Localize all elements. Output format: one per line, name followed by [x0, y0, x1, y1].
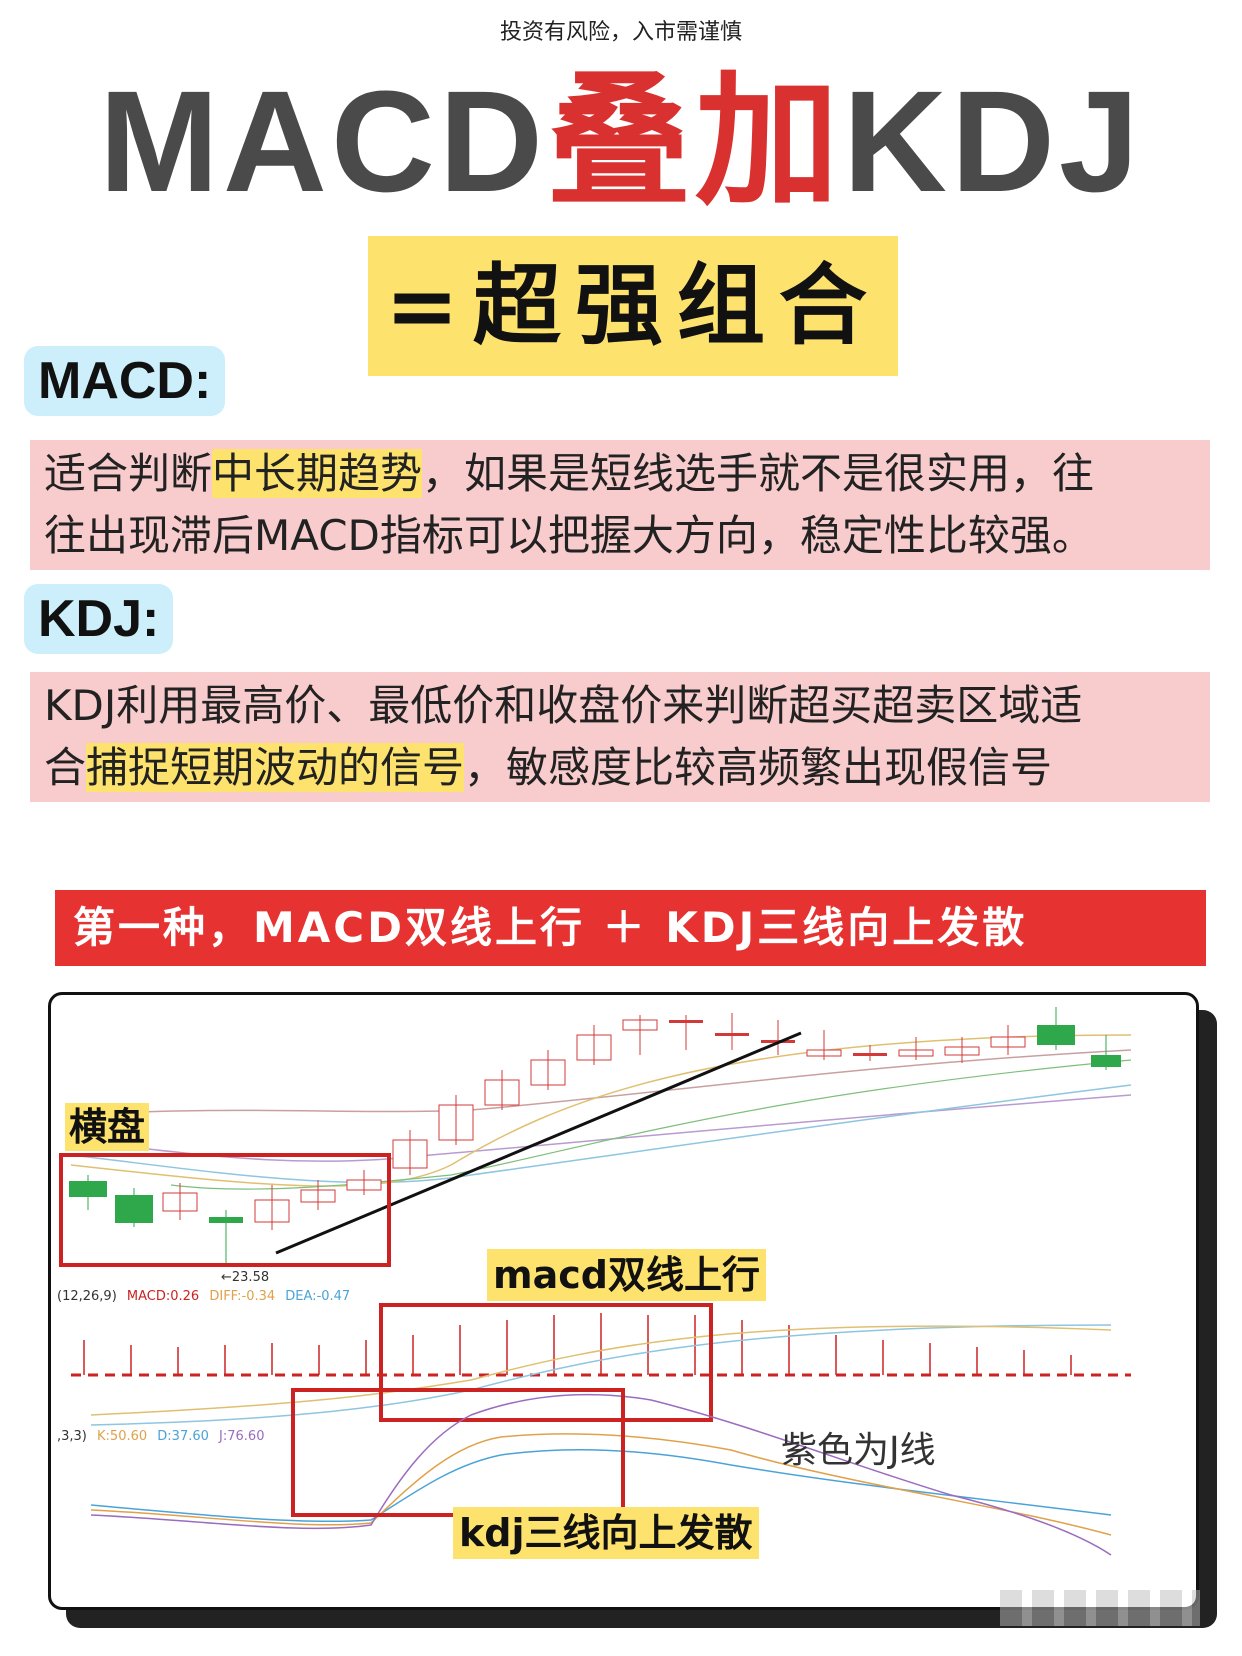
- kdj-params: ,3,3): [57, 1429, 87, 1444]
- macd-params: (12,26,9): [57, 1289, 117, 1304]
- macd-section-label: MACD:: [24, 346, 226, 416]
- dea-value: DEA:-0.47: [285, 1289, 351, 1304]
- kdj-text-line1: KDJ利用最高价、最低价和收盘价来判断超买超卖区域适: [44, 681, 1083, 730]
- subtitle-banner: =超强组合: [368, 236, 898, 376]
- k-value: K:50.60: [97, 1429, 148, 1444]
- macd-tag: macd双线上行: [487, 1249, 766, 1301]
- kdj-text-a: 合: [44, 743, 87, 792]
- macd-histogram: [83, 1313, 1072, 1375]
- disclaimer-text: 投资有风险，入市需谨慎: [499, 20, 742, 45]
- kdj-j-line: [90, 1393, 1112, 1556]
- page-title: MACD叠加KDJ: [0, 62, 1242, 222]
- strategy-banner: 第一种，MACD双线上行 ＋ KDJ三线向上发散: [55, 890, 1206, 966]
- kdj-description: KDJ利用最高价、最低价和收盘价来判断超买超卖区域适 合捕捉短期波动的信号，敏感…: [30, 672, 1210, 802]
- watermark-stripes: [1000, 1590, 1200, 1626]
- kdj-legend: ,3,3) K:50.60 D:37.60 J:76.60: [57, 1429, 264, 1444]
- kdj-d-line: [90, 1449, 1112, 1523]
- kdj-highlight: 捕捉短期波动的信号: [86, 743, 465, 792]
- stock-chart-svg: [59, 1007, 1132, 1556]
- candlesticks: [69, 1007, 1121, 1265]
- j-value: J:76.60: [219, 1429, 265, 1444]
- d-value: D:37.60: [157, 1429, 209, 1444]
- consolidation-box: [59, 1153, 391, 1267]
- title-macd: MACD: [98, 61, 547, 222]
- kdj-k-line: [90, 1433, 1112, 1536]
- macd-text-b: ，如果是短线选手就不是很实用，往: [422, 449, 1095, 498]
- macd-highlight: 中长期趋势: [212, 449, 423, 498]
- kdj-tag: kdj三线向上发散: [453, 1507, 759, 1559]
- macd-description: 适合判断中长期趋势，如果是短线选手就不是很实用，往 往出现滞后MACD指标可以把…: [30, 440, 1210, 570]
- purple-note: 紫色为J线: [781, 1430, 936, 1471]
- consolidation-tag: 横盘: [65, 1103, 150, 1151]
- macd-text-line2: 往出现滞后MACD指标可以把握大方向，稳定性比较强。: [44, 511, 1094, 560]
- title-kdj: KDJ: [842, 61, 1144, 222]
- diff-value: DIFF:-0.34: [209, 1289, 276, 1304]
- macd-highlight-box: [379, 1303, 713, 1422]
- stock-chart-panel: 横盘 ←23.58 (12,26,9) MACD:0.26 DIFF:-0.34…: [48, 992, 1199, 1610]
- macd-diff-line: [90, 1325, 1112, 1416]
- kdj-section-label: KDJ:: [24, 584, 174, 654]
- trend-line: [275, 1031, 802, 1255]
- macd-legend: (12,26,9) MACD:0.26 DIFF:-0.34 DEA:-0.47: [57, 1289, 350, 1304]
- kdj-text-b: ，敏感度比较高频繁出现假信号: [464, 743, 1053, 792]
- macd-text-a: 适合判断: [44, 449, 213, 498]
- macd-dea-line: [90, 1324, 1112, 1426]
- low-price-label: ←23.58: [221, 1270, 270, 1285]
- title-overlay: 叠加: [546, 61, 843, 222]
- macd-value: MACD:0.26: [126, 1289, 200, 1304]
